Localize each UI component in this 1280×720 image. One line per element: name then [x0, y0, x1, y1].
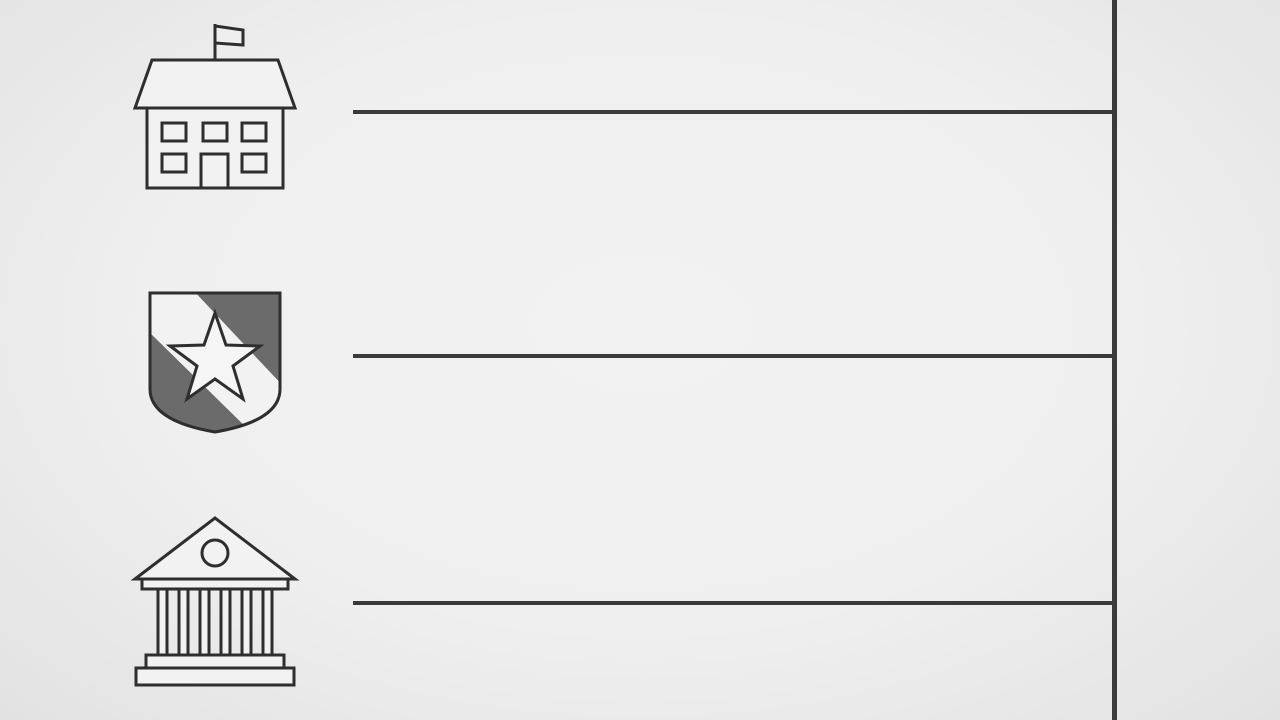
school-building-icon [132, 24, 298, 190]
government-building-icon [130, 516, 300, 687]
row-line-1 [353, 110, 1115, 114]
shield-star-icon [148, 291, 282, 434]
vertical-divider-line [1112, 0, 1117, 720]
row-line-3 [353, 601, 1115, 605]
row-line-2 [353, 354, 1115, 358]
